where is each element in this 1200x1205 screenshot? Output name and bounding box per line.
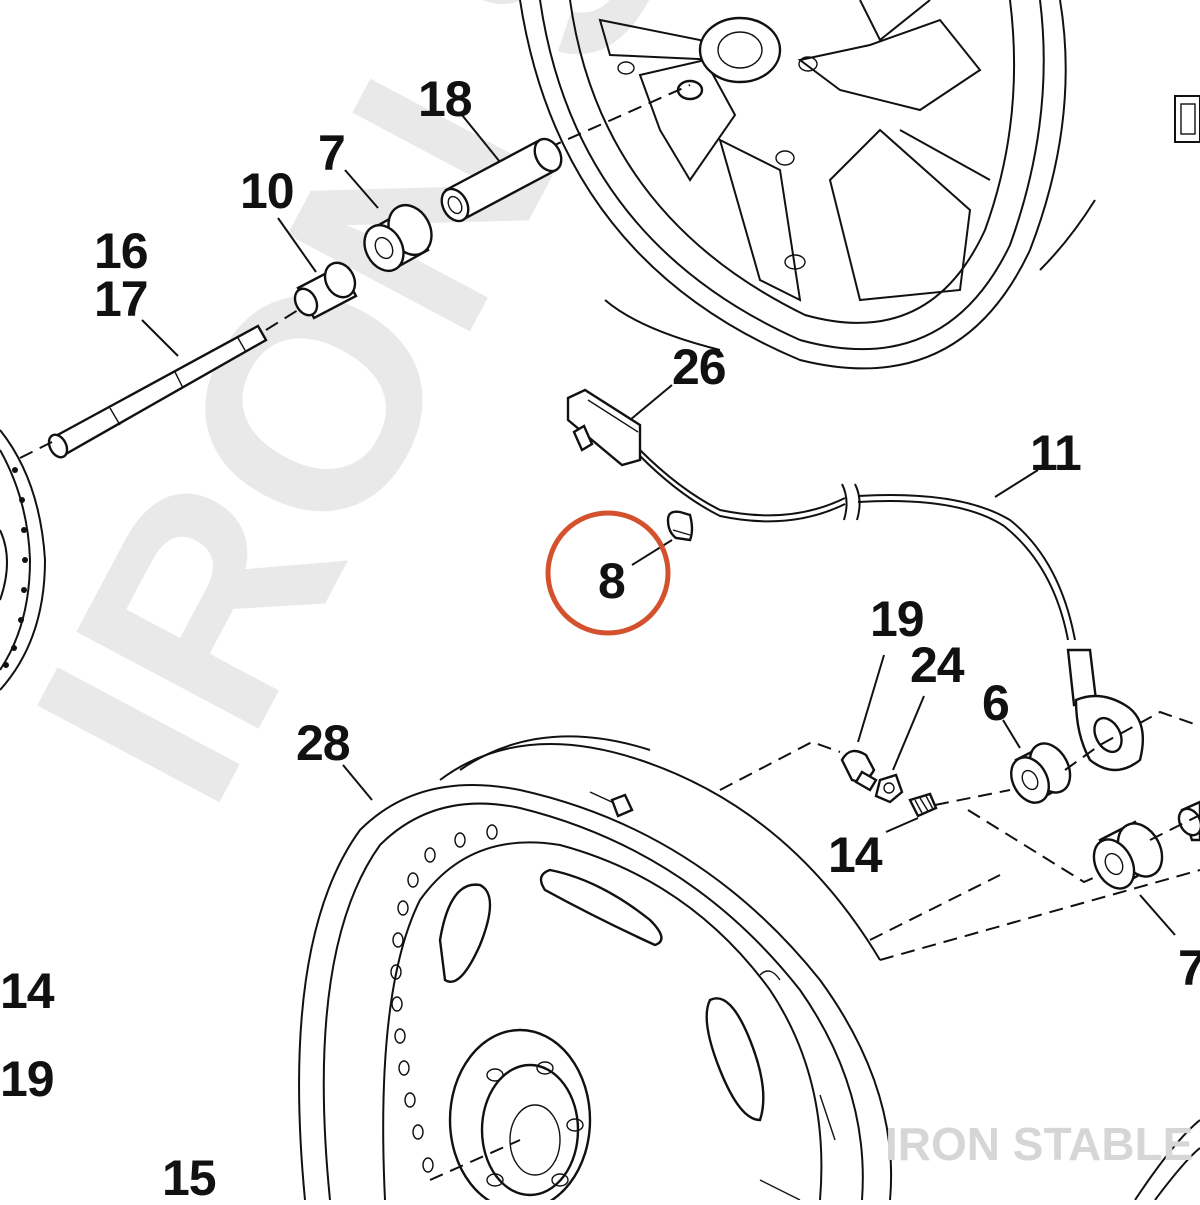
callout-8: 8 bbox=[598, 553, 625, 609]
background-watermark-text: IRON ST bbox=[0, 0, 838, 850]
callout-14-mid: 14 bbox=[828, 827, 883, 883]
highlight-circle bbox=[545, 510, 671, 636]
sleeve-part bbox=[440, 137, 563, 223]
assembly-lines bbox=[719, 710, 1200, 961]
top-wheel bbox=[519, 0, 1096, 370]
bearing-six bbox=[1010, 742, 1072, 804]
callout-10: 10 bbox=[240, 163, 294, 219]
leader-lines bbox=[141, 114, 1176, 936]
callout-15: 15 bbox=[162, 1150, 216, 1200]
callout-17: 17 bbox=[94, 271, 148, 327]
brake-rotor bbox=[0, 429, 47, 691]
spacer-part bbox=[293, 261, 358, 320]
bearing-right bbox=[1092, 800, 1200, 890]
small-hardware bbox=[840, 749, 938, 818]
callout-7-top: 7 bbox=[318, 125, 345, 181]
box-icon bbox=[1174, 95, 1200, 143]
callout-28: 28 bbox=[296, 715, 350, 771]
watermark-text: IRON STABLE bbox=[885, 1118, 1193, 1170]
callout-16: 16 bbox=[94, 223, 148, 279]
callout-11: 11 bbox=[1030, 425, 1081, 481]
callout-6: 6 bbox=[982, 675, 1009, 731]
callout-labels: 18 7 10 16 17 26 11 8 19 24 6 28 14 7 14… bbox=[0, 71, 1200, 1205]
callout-24: 24 bbox=[910, 637, 965, 693]
bottom-wheel bbox=[298, 735, 893, 1205]
bearing-top bbox=[363, 203, 433, 273]
callout-19-left: 19 bbox=[0, 1051, 54, 1107]
callout-7-right: 7 bbox=[1178, 940, 1200, 996]
callout-18: 18 bbox=[418, 71, 472, 127]
callout-26: 26 bbox=[672, 339, 726, 395]
rim-holes bbox=[390, 824, 498, 1173]
callout-14-left: 14 bbox=[0, 963, 55, 1019]
axle-part bbox=[19, 309, 299, 459]
callout-19-top: 19 bbox=[870, 591, 924, 647]
top-wheel-hub bbox=[698, 16, 782, 84]
background-watermark: IRON ST bbox=[0, 0, 838, 850]
bottom-right-wheel-edge bbox=[1134, 1119, 1200, 1201]
sensor-assembly bbox=[566, 388, 1144, 772]
